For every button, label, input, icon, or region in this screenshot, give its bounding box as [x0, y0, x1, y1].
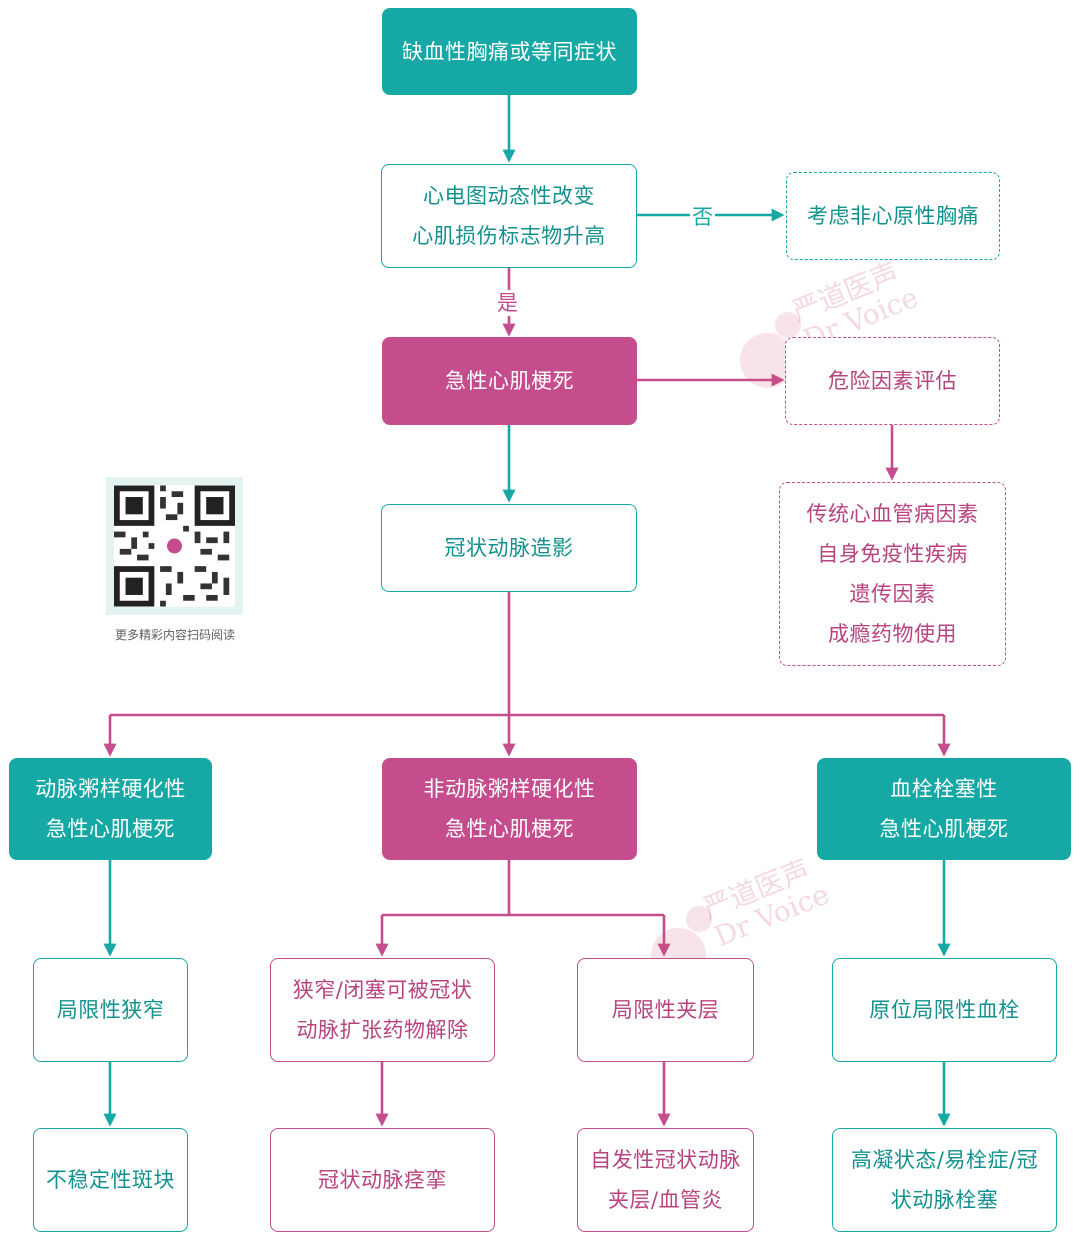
- node-text: 不稳定性斑块: [46, 1168, 175, 1192]
- node-text: 狭窄/闭塞可被冠状: [292, 978, 473, 1002]
- node-text: 状动脉栓塞: [890, 1188, 999, 1212]
- node-unstable-plaque: 不稳定性斑块: [33, 1128, 188, 1232]
- qr-pattern-icon: [114, 485, 235, 607]
- node-text: 局限性夹层: [611, 998, 720, 1022]
- node-vasodilator-relieved: 狭窄/闭塞可被冠状 动脉扩张药物解除: [270, 958, 495, 1062]
- node-text: 动脉粥样硬化性: [35, 777, 186, 801]
- node-text: 心肌损伤标志物升高: [412, 224, 606, 248]
- node-text: 血栓栓塞性: [890, 777, 998, 801]
- qr-code: [106, 477, 243, 615]
- node-text: 自身免疫性疾病: [817, 542, 968, 566]
- node-spontaneous-dissection: 自发性冠状动脉 夹层/血管炎: [577, 1128, 754, 1232]
- node-hypercoagulable: 高凝状态/易栓症/冠 状动脉栓塞: [832, 1128, 1057, 1232]
- edge-label-no: 否: [690, 204, 715, 230]
- node-text: 自发性冠状动脉: [590, 1148, 741, 1172]
- node-chest-pain: 缺血性胸痛或等同症状: [382, 8, 637, 95]
- node-ami: 急性心肌梗死: [382, 337, 637, 425]
- node-in-situ-thrombus: 原位局限性血栓: [832, 958, 1057, 1062]
- node-text: 考虑非心原性胸痛: [807, 204, 979, 228]
- node-text: 急性心肌梗死: [445, 817, 574, 841]
- node-text: 缺血性胸痛或等同症状: [402, 39, 617, 64]
- node-ecg-biomarker: 心电图动态性改变 心肌损伤标志物升高: [381, 164, 637, 268]
- node-text: 成瘾药物使用: [828, 622, 957, 646]
- node-local-stenosis: 局限性狭窄: [33, 958, 188, 1062]
- node-text: 原位局限性血栓: [869, 998, 1020, 1022]
- node-risk-assessment: 危险因素评估: [785, 337, 1000, 425]
- node-text: 动脉扩张药物解除: [296, 1018, 469, 1042]
- qr-caption: 更多精彩内容扫码阅读: [114, 628, 235, 642]
- node-text: 急性心肌梗死: [445, 369, 574, 393]
- watermark-circle-2-small: [686, 906, 712, 932]
- node-text: 高凝状态/易栓症/冠: [850, 1148, 1039, 1172]
- node-coronary-spasm: 冠状动脉痉挛: [270, 1128, 495, 1232]
- node-text: 危险因素评估: [828, 369, 957, 393]
- qr-code-image: [114, 485, 235, 607]
- watermark-circle-small: [775, 312, 801, 338]
- node-non-cardiac: 考虑非心原性胸痛: [786, 172, 1000, 260]
- edge-nonathero-split: [382, 860, 664, 917]
- node-local-dissection: 局限性夹层: [577, 958, 754, 1062]
- node-text: 冠状动脉痉挛: [318, 1168, 447, 1192]
- node-text: 急性心肌梗死: [879, 817, 1009, 841]
- node-text: 冠状动脉造影: [444, 536, 574, 560]
- edge-label-yes: 是: [495, 290, 520, 316]
- node-thrombotic-ami: 血栓栓塞性 急性心肌梗死: [817, 758, 1071, 860]
- node-text: 传统心血管病因素: [806, 502, 979, 526]
- node-atherosclerotic-ami: 动脉粥样硬化性 急性心肌梗死: [9, 758, 212, 860]
- node-text: 非动脉粥样硬化性: [423, 777, 596, 801]
- node-text: 局限性狭窄: [56, 998, 165, 1022]
- node-non-atherosclerotic-ami: 非动脉粥样硬化性 急性心肌梗死: [382, 758, 637, 860]
- node-text: 急性心肌梗死: [46, 817, 175, 841]
- node-angiography: 冠状动脉造影: [381, 504, 637, 592]
- node-risk-factors: 传统心血管病因素 自身免疫性疾病 遗传因素 成瘾药物使用: [779, 482, 1006, 666]
- node-text: 夹层/血管炎: [607, 1188, 724, 1212]
- node-text: 遗传因素: [849, 582, 936, 606]
- node-text: 心电图动态性改变: [423, 184, 595, 208]
